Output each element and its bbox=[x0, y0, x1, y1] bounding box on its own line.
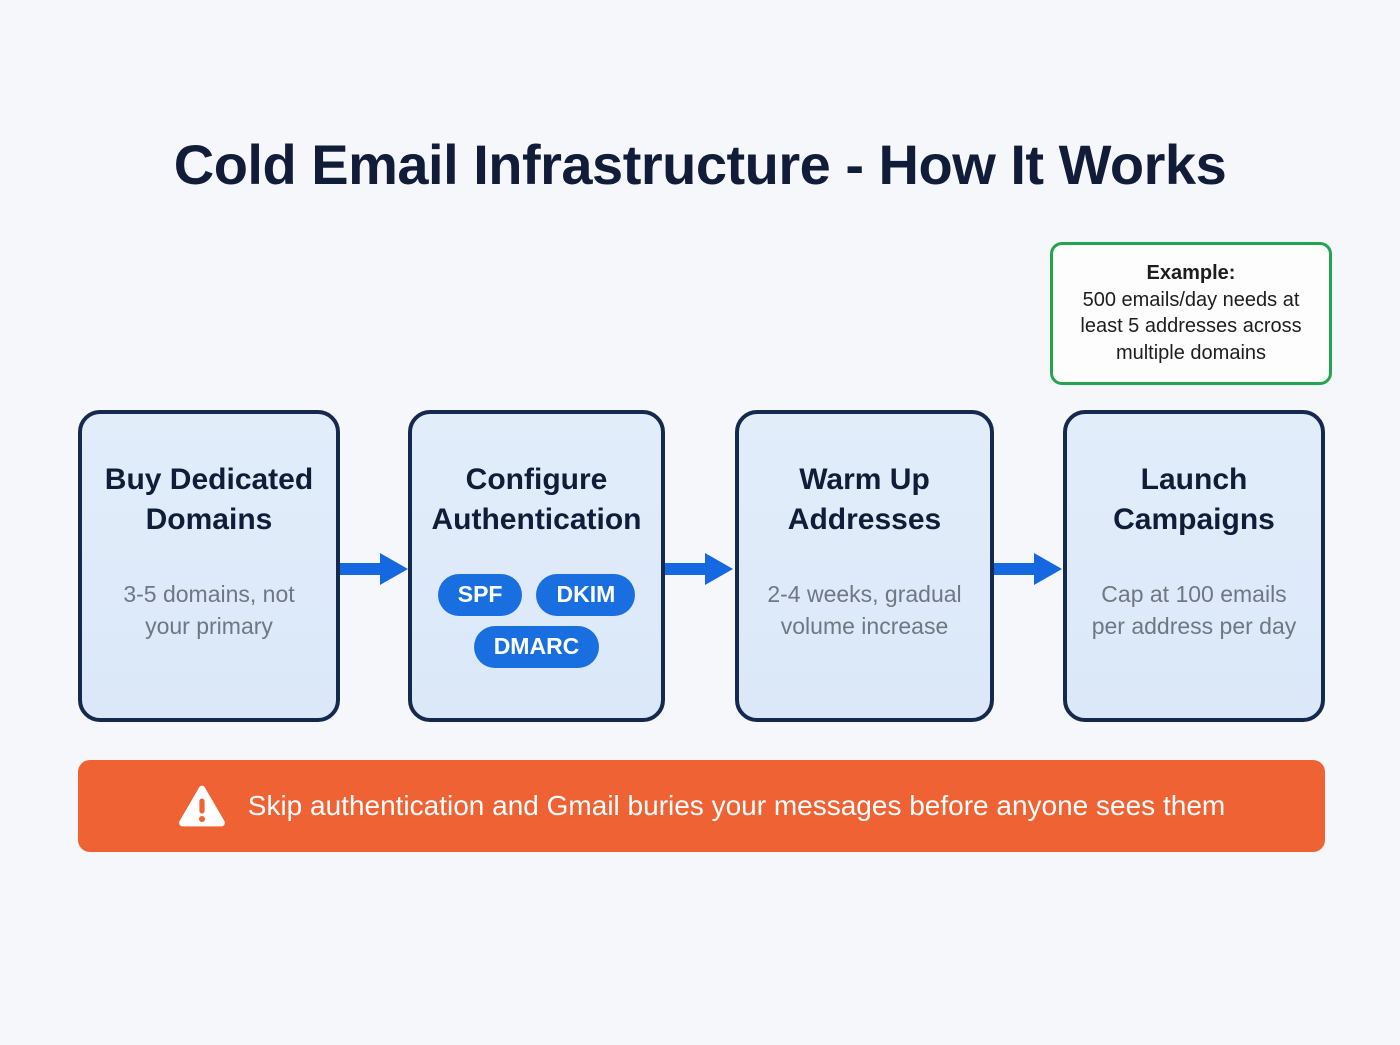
flow-step-warm-up-addresses[interactable]: Warm Up Addresses 2-4 weeks, gradual vol… bbox=[735, 410, 994, 722]
example-callout: Example: 500 emails/day needs at least 5… bbox=[1050, 242, 1332, 385]
flow-step-title: Buy Dedicated Domains bbox=[104, 463, 314, 536]
arrow-right-icon bbox=[340, 552, 408, 586]
badge-spf[interactable]: SPF bbox=[437, 573, 523, 617]
flow-step-buy-dedicated-domains[interactable]: Buy Dedicated Domains 3-5 domains, not y… bbox=[78, 410, 340, 722]
warning-text: Skip authentication and Gmail buries you… bbox=[247, 790, 1226, 822]
flow-step-subtitle: 2-4 weeks, gradual volume increase bbox=[767, 580, 962, 639]
badge-dkim[interactable]: DKIM bbox=[536, 573, 636, 617]
arrow-right-icon bbox=[994, 552, 1062, 586]
page-title: Cold Email Infrastructure - How It Works bbox=[173, 133, 1227, 196]
auth-badge-group: SPF DKIM DMARC bbox=[412, 573, 661, 669]
flow-step-subtitle: 3-5 domains, not your primary bbox=[123, 580, 295, 639]
flow-step-title: Warm Up Addresses bbox=[787, 463, 942, 536]
flow-step-title: Launch Campaigns bbox=[1113, 463, 1275, 536]
flow-step-subtitle: Cap at 100 emails per address per day bbox=[1091, 580, 1297, 639]
flow-step-configure-authentication[interactable]: Configure Authentication SPF DKIM DMARC bbox=[408, 410, 665, 722]
badge-dmarc[interactable]: DMARC bbox=[473, 626, 600, 669]
flow-step-launch-campaigns[interactable]: Launch Campaigns Cap at 100 emails per a… bbox=[1063, 410, 1325, 722]
warning-triangle-icon bbox=[178, 785, 225, 827]
example-callout-text: 500 emails/day needs at least 5 addresse… bbox=[1080, 288, 1302, 365]
warning-banner: Skip authentication and Gmail buries you… bbox=[78, 760, 1325, 852]
example-callout-label: Example: bbox=[1146, 262, 1236, 285]
flow-step-title: Configure Authentication bbox=[431, 463, 642, 536]
arrow-right-icon bbox=[665, 552, 733, 586]
process-flow: Buy Dedicated Domains 3-5 domains, not y… bbox=[78, 410, 1325, 722]
